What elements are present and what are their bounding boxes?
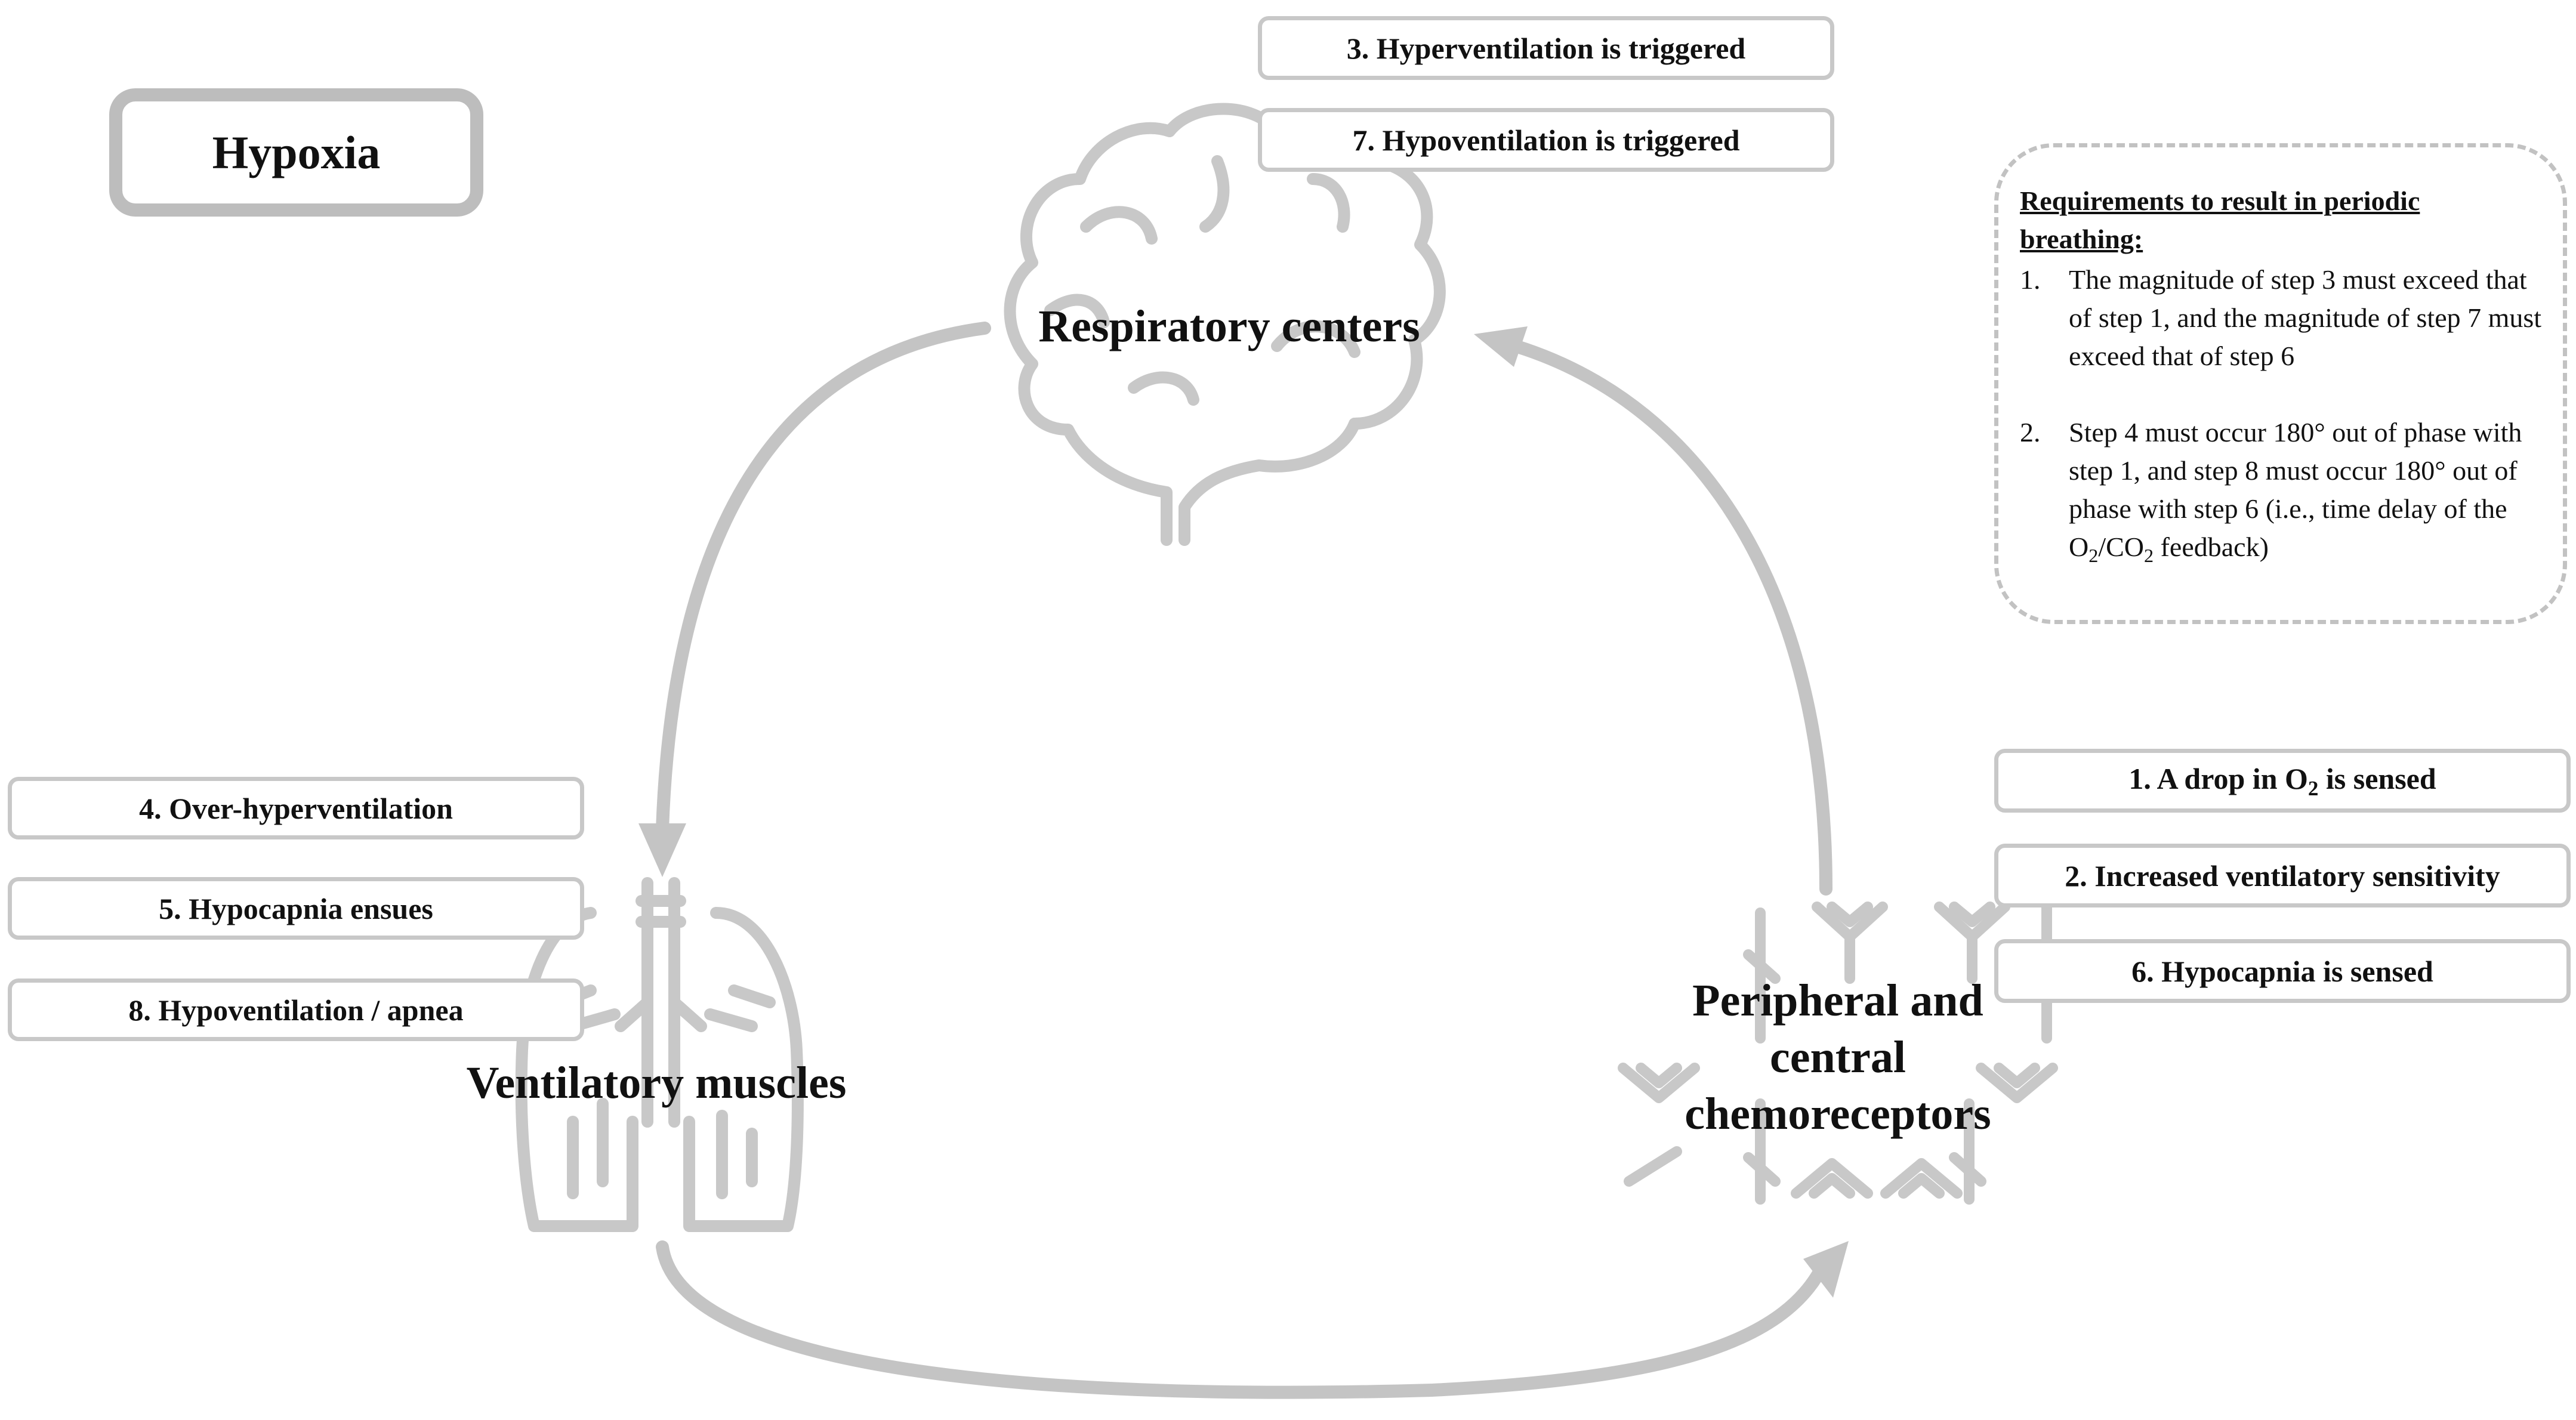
node-label-chemoreceptors: Peripheral and central chemoreceptors xyxy=(1611,973,2065,1143)
arrow-brain-to-lungs xyxy=(656,322,991,836)
step-1-text: 1. A drop in O2 is sensed xyxy=(2128,761,2436,800)
step-4-box: 4. Over-hyperventilation xyxy=(8,777,584,839)
step-2-box: 2. Increased ventilatory sensitivity xyxy=(1994,844,2571,907)
step-7-box: 7. Hypoventilation is triggered xyxy=(1258,108,1834,172)
requirements-panel: Requirements to result in periodic breat… xyxy=(1994,143,2567,624)
title-hypoxia: Hypoxia xyxy=(109,88,483,217)
requirement-number: 2. xyxy=(2020,417,2041,447)
requirement-item: 1. The magnitude of step 3 must exceed t… xyxy=(2020,261,2545,375)
chemo-label-line-3: chemoreceptors xyxy=(1685,1089,1991,1139)
chemo-label-line-1: Peripheral and xyxy=(1692,976,1983,1026)
step-5-box: 5. Hypocapnia ensues xyxy=(8,877,584,940)
arrow-lungs-to-chemo xyxy=(656,1240,1832,1399)
requirement-item: 2. Step 4 must occur 180° out of phase w… xyxy=(2020,413,2545,575)
chemo-label-line-2: central xyxy=(1770,1032,1906,1082)
arrowhead-to-chemo xyxy=(1803,1241,1849,1298)
requirements-heading: Requirements to result in periodic breat… xyxy=(2020,186,2420,254)
requirement-text: Step 4 must occur 180° out of phase with… xyxy=(2069,417,2522,567)
arrowhead-to-brain xyxy=(1474,326,1528,367)
arrow-chemo-to-brain xyxy=(1509,339,1832,896)
requirement-number: 1. xyxy=(2020,264,2041,295)
arrowheads xyxy=(638,326,1849,1298)
arrowhead-to-lungs xyxy=(638,823,686,877)
requirements-list: 1. The magnitude of step 3 must exceed t… xyxy=(2020,261,2545,575)
cycle-arrows xyxy=(656,322,1832,1399)
step-3-box: 3. Hyperventilation is triggered xyxy=(1258,16,1834,80)
requirement-text: The magnitude of step 3 must exceed that… xyxy=(2069,264,2542,371)
node-label-ventilatory-muscles: Ventilatory muscles xyxy=(466,1058,847,1108)
step-6-box: 6. Hypocapnia is sensed xyxy=(1994,939,2571,1003)
step-8-box: 8. Hypoventilation / apnea xyxy=(8,978,584,1041)
step-1-box: 1. A drop in O2 is sensed xyxy=(1994,749,2571,813)
node-label-respiratory-centers: Respiratory centers xyxy=(1038,301,1420,351)
